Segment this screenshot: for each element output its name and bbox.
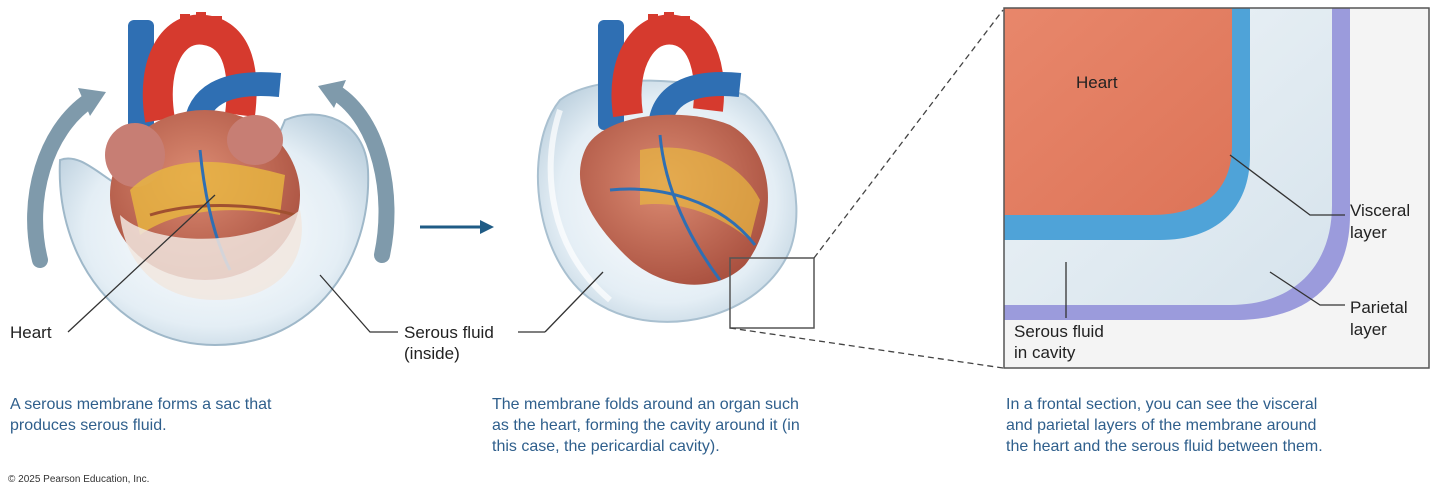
- serous-fluid-leader: [319, 274, 398, 333]
- parietal-leader: [1269, 271, 1345, 306]
- label-serous-cavity-2: in cavity: [1014, 343, 1076, 362]
- label-inset-heart: Heart: [1076, 73, 1118, 92]
- caption-middle-line-1: The membrane folds around an organ such: [492, 396, 799, 413]
- label-visceral: Visceral: [1350, 201, 1411, 220]
- frontal-section-inset: [1003, 7, 1430, 369]
- label-parietal: Parietal: [1350, 298, 1408, 317]
- left-curved-arrow: [27, 92, 98, 268]
- visceral-leader: [1229, 154, 1345, 216]
- right-curved-arrow: [327, 84, 395, 263]
- left-heart-sac-illustration: [27, 12, 395, 347]
- inset-frame: [1003, 7, 1430, 369]
- inset-heart-tissue: [1004, 8, 1232, 215]
- label-heart: Heart: [10, 323, 52, 342]
- caption-right-line-2: and parietal layers of the membrane arou…: [1006, 417, 1317, 434]
- copyright: © 2025 Pearson Education, Inc.: [8, 474, 150, 485]
- label-serous-cavity: Serous fluid: [1014, 322, 1104, 341]
- sac-front-flap: [120, 210, 302, 300]
- caption-right-line-1: In a frontal section, you can see the vi…: [1006, 396, 1318, 413]
- caption-left-line-2: produces serous fluid.: [10, 417, 167, 434]
- transition-arrow: [420, 220, 494, 234]
- caption-right-line-3: the heart and the serous fluid between t…: [1006, 438, 1323, 455]
- label-serous-fluid: Serous fluid: [404, 323, 494, 342]
- caption-middle-line-2: as the heart, forming the cavity around …: [492, 417, 800, 434]
- middle-heart-in-sac-illustration: [536, 12, 798, 323]
- left-arrowhead: [78, 88, 106, 116]
- right-arrowhead: [318, 80, 346, 108]
- label-visceral-layer: layer: [1350, 223, 1387, 242]
- zoom-region-box: [729, 257, 815, 329]
- caption-middle-line-3: this case, the pericardial cavity).: [492, 438, 720, 455]
- heart-leader-left: [67, 194, 216, 333]
- label-serous-fluid-inside: (inside): [404, 344, 460, 363]
- label-parietal-layer: layer: [1350, 320, 1387, 339]
- sac-gloss: [547, 109, 612, 303]
- caption-left-line-1: A serous membrane forms a sac that: [10, 396, 272, 413]
- zoom-line-bottom: [729, 327, 1004, 369]
- zoom-line-top: [813, 9, 1004, 259]
